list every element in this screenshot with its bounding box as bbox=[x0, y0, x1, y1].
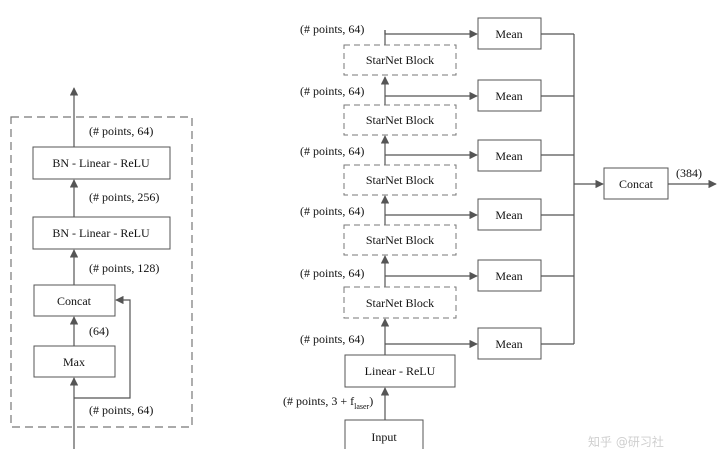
starnet-block-detail: BN - Linear - ReLU BN - Linear - ReLU Co… bbox=[10, 87, 193, 449]
branch-to-mean-1 bbox=[384, 29, 478, 39]
input-box bbox=[344, 419, 424, 449]
dim-label-out: (# points, 64) bbox=[89, 124, 153, 138]
mean-label-4: Mean bbox=[495, 208, 522, 222]
skip-connection-arrow bbox=[74, 295, 131, 399]
max-box bbox=[33, 345, 116, 378]
starnet-block-3 bbox=[343, 164, 457, 196]
dim-label-block2: (# points, 64) bbox=[300, 204, 364, 218]
mean-label-1: Mean bbox=[495, 27, 522, 41]
dim-label-256: (# points, 256) bbox=[89, 190, 159, 204]
dim-label-max-out: (64) bbox=[89, 324, 109, 338]
input-label: Input bbox=[371, 430, 397, 444]
mean-label-2: Mean bbox=[495, 89, 522, 103]
concat-box-right bbox=[603, 167, 669, 200]
linear-relu-box bbox=[344, 354, 456, 388]
bn-linear-relu-mid-box bbox=[32, 216, 171, 250]
watermark: 知乎 @研习社 bbox=[588, 434, 664, 449]
concat-box-left bbox=[33, 284, 116, 317]
dim-label-input: (# points, 3 + flaser) bbox=[283, 394, 373, 411]
dim-label-block5: (# points, 64) bbox=[300, 22, 364, 36]
dim-label-linear: (# points, 64) bbox=[300, 332, 364, 346]
mean-box-2 bbox=[477, 79, 542, 112]
starnet-block-outline bbox=[10, 116, 193, 428]
mean-label-6: Mean bbox=[495, 337, 522, 351]
starnet-block-label-1: StarNet Block bbox=[366, 296, 434, 310]
mean-box-6 bbox=[477, 327, 542, 360]
starnet-block-label-3: StarNet Block bbox=[366, 173, 434, 187]
starnet-block-2 bbox=[343, 224, 457, 256]
bn-linear-relu-top-box bbox=[32, 146, 171, 180]
starnet-block-4 bbox=[343, 104, 457, 136]
dim-label-block3: (# points, 64) bbox=[300, 144, 364, 158]
dim-label-128: (# points, 128) bbox=[89, 261, 159, 275]
concat-label-right: Concat bbox=[619, 177, 654, 191]
linear-relu-label: Linear - ReLU bbox=[365, 364, 436, 378]
starnet-block-label-4: StarNet Block bbox=[366, 113, 434, 127]
concat-label-left: Concat bbox=[57, 294, 92, 308]
dim-label-block1: (# points, 64) bbox=[300, 266, 364, 280]
dim-label-in: (# points, 64) bbox=[89, 403, 153, 417]
mean-box-1 bbox=[477, 17, 542, 50]
bn-linear-relu-mid-label: BN - Linear - ReLU bbox=[52, 226, 150, 240]
dim-label-block4: (# points, 64) bbox=[300, 84, 364, 98]
mean-box-5 bbox=[477, 259, 542, 292]
starnet-architecture: Mean Mean Mean Mean Mean Mean Concat (38… bbox=[283, 17, 717, 449]
starnet-block-1 bbox=[343, 286, 457, 319]
max-label: Max bbox=[63, 355, 85, 369]
starnet-block-label-2: StarNet Block bbox=[366, 233, 434, 247]
mean-label-3: Mean bbox=[495, 149, 522, 163]
mean-box-3 bbox=[477, 139, 542, 172]
mean-label-5: Mean bbox=[495, 269, 522, 283]
bn-linear-relu-top-label: BN - Linear - ReLU bbox=[52, 156, 150, 170]
concat-out-label: (384) bbox=[676, 166, 702, 180]
starnet-block-label-5: StarNet Block bbox=[366, 53, 434, 67]
starnet-block-5 bbox=[343, 44, 457, 76]
